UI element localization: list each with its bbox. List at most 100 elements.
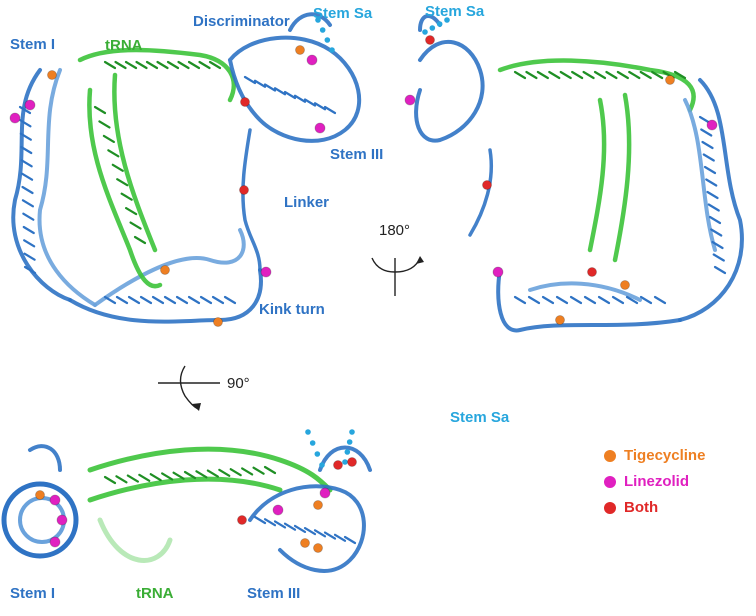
trna-base-pair [198, 60, 211, 70]
stem-iii-base-pair [323, 531, 337, 540]
lower-base-pair [625, 295, 639, 305]
trna-backbone [497, 58, 696, 113]
trna-base-pair [208, 60, 222, 70]
stem-sa-dotted-link [349, 429, 355, 435]
trna-base-pair [120, 192, 133, 201]
legend-label: Linezolid [624, 473, 689, 490]
legend-dot-icon [604, 501, 616, 514]
lower-base-pair [527, 295, 541, 305]
stem-sa-dotted-link [344, 449, 351, 455]
trna-base-pair [673, 70, 687, 80]
stem-i-base-pair [21, 185, 34, 195]
trna-backbone [112, 72, 158, 253]
stem-iii-base-pair [243, 75, 257, 85]
trna-backbone [587, 97, 607, 253]
legend-item-tigecycline: Tigecycline [604, 448, 705, 463]
trna-base-pair [166, 60, 180, 70]
linezolid-site [49, 494, 61, 506]
stem-iii-base-pair [283, 522, 297, 531]
legend-dot-icon [604, 475, 616, 488]
rotation-arrow-180-icon [371, 256, 424, 296]
trna-base-pair [133, 235, 147, 245]
stem-sa-dotted-link [319, 462, 325, 468]
lower-base-pair [597, 295, 611, 305]
trna-base-pair [172, 471, 185, 480]
trna-base-pair [103, 475, 117, 485]
both-site [239, 185, 249, 195]
trna-base-pair [102, 134, 115, 143]
trna-backbone [87, 446, 333, 493]
stem-sa-dotted-link [324, 37, 331, 43]
trna-base-pair [651, 70, 664, 80]
stem-sa-dotted-link [422, 29, 428, 35]
trna-base-pair [161, 472, 174, 481]
trna-base-pair [525, 70, 538, 80]
stem-i-backbone [678, 78, 744, 322]
trna-base-pair [126, 474, 139, 483]
both-site [482, 180, 492, 190]
stem-iii-base-pair [253, 79, 267, 88]
lower-base-pair [163, 295, 177, 305]
trna-base-pair [548, 70, 561, 80]
both-site [347, 457, 357, 467]
rotation-label-90: 90° [227, 375, 250, 392]
linezolid-site [492, 266, 504, 278]
tigecycline-site [35, 490, 45, 500]
stem-i-base-pair [708, 215, 722, 225]
trna-base-pair [98, 120, 111, 129]
stem-iii-base-pair [313, 102, 327, 111]
stem-iii-base-pair [343, 535, 357, 545]
trna-backbone [87, 87, 163, 289]
stem-i-base-pair [18, 105, 32, 115]
stem-i-base-pair [705, 178, 718, 187]
stem-sa-dotted-link [346, 439, 353, 445]
stem-iii-base-pair [273, 87, 287, 96]
stem-sa-dotted-link [342, 459, 348, 465]
trna-base-pair [129, 221, 142, 230]
stem-i-base-pair [23, 265, 37, 275]
trna-base-pair [149, 473, 162, 482]
trna-base-pair [145, 60, 159, 70]
lower-base-pair [639, 295, 653, 305]
trna-base-pair [111, 163, 124, 172]
trna-backbone [87, 476, 283, 503]
label-kink-turn: Kink turn [259, 301, 325, 318]
trna-base-pair [195, 470, 208, 479]
stem-iii-base-pair [293, 94, 307, 103]
label-stem-iii-side: Stem III [247, 585, 301, 602]
stem-i-base-pair [706, 190, 719, 200]
trna-base-pair [593, 70, 607, 80]
trna-base-pair [183, 470, 197, 480]
lower-base-pair [175, 295, 189, 305]
lower-base-pair [139, 295, 153, 305]
tigecycline-site [295, 45, 305, 55]
tigecycline-site [555, 315, 565, 325]
stem-iii-base-pair [273, 520, 287, 529]
trna-base-pair [229, 468, 242, 477]
stem-i-base-pair [713, 265, 727, 275]
lower-base-pair [211, 295, 225, 305]
trna-base-pair [241, 467, 254, 476]
trna-base-pair [206, 469, 219, 478]
tigecycline-site [47, 70, 57, 80]
linezolid-site [314, 122, 326, 134]
label-stem-sa-rotated: Stem Sa [425, 3, 485, 20]
lower-base-pair [115, 295, 129, 305]
linker-backbone [468, 148, 494, 237]
lower-base-pair [611, 295, 625, 305]
kink-turn-backbone [496, 268, 682, 333]
trna-base-pair [513, 70, 527, 80]
label-stem-sa-side: Stem Sa [450, 409, 510, 426]
trna-base-pair [125, 207, 138, 216]
stem-sa-dotted-link [315, 17, 321, 23]
linezolid-site [56, 514, 68, 526]
stem-sa-dotted-link [436, 21, 443, 27]
label-stem-iii: Stem III [330, 146, 384, 163]
stem-i-base-pair [20, 159, 33, 168]
trna-backbone [77, 47, 236, 103]
label-linker: Linker [284, 194, 330, 211]
stem-i-base-pair [700, 128, 713, 137]
legend-item-linezolid: Linezolid [604, 474, 689, 489]
lower-base-pair [187, 295, 201, 305]
